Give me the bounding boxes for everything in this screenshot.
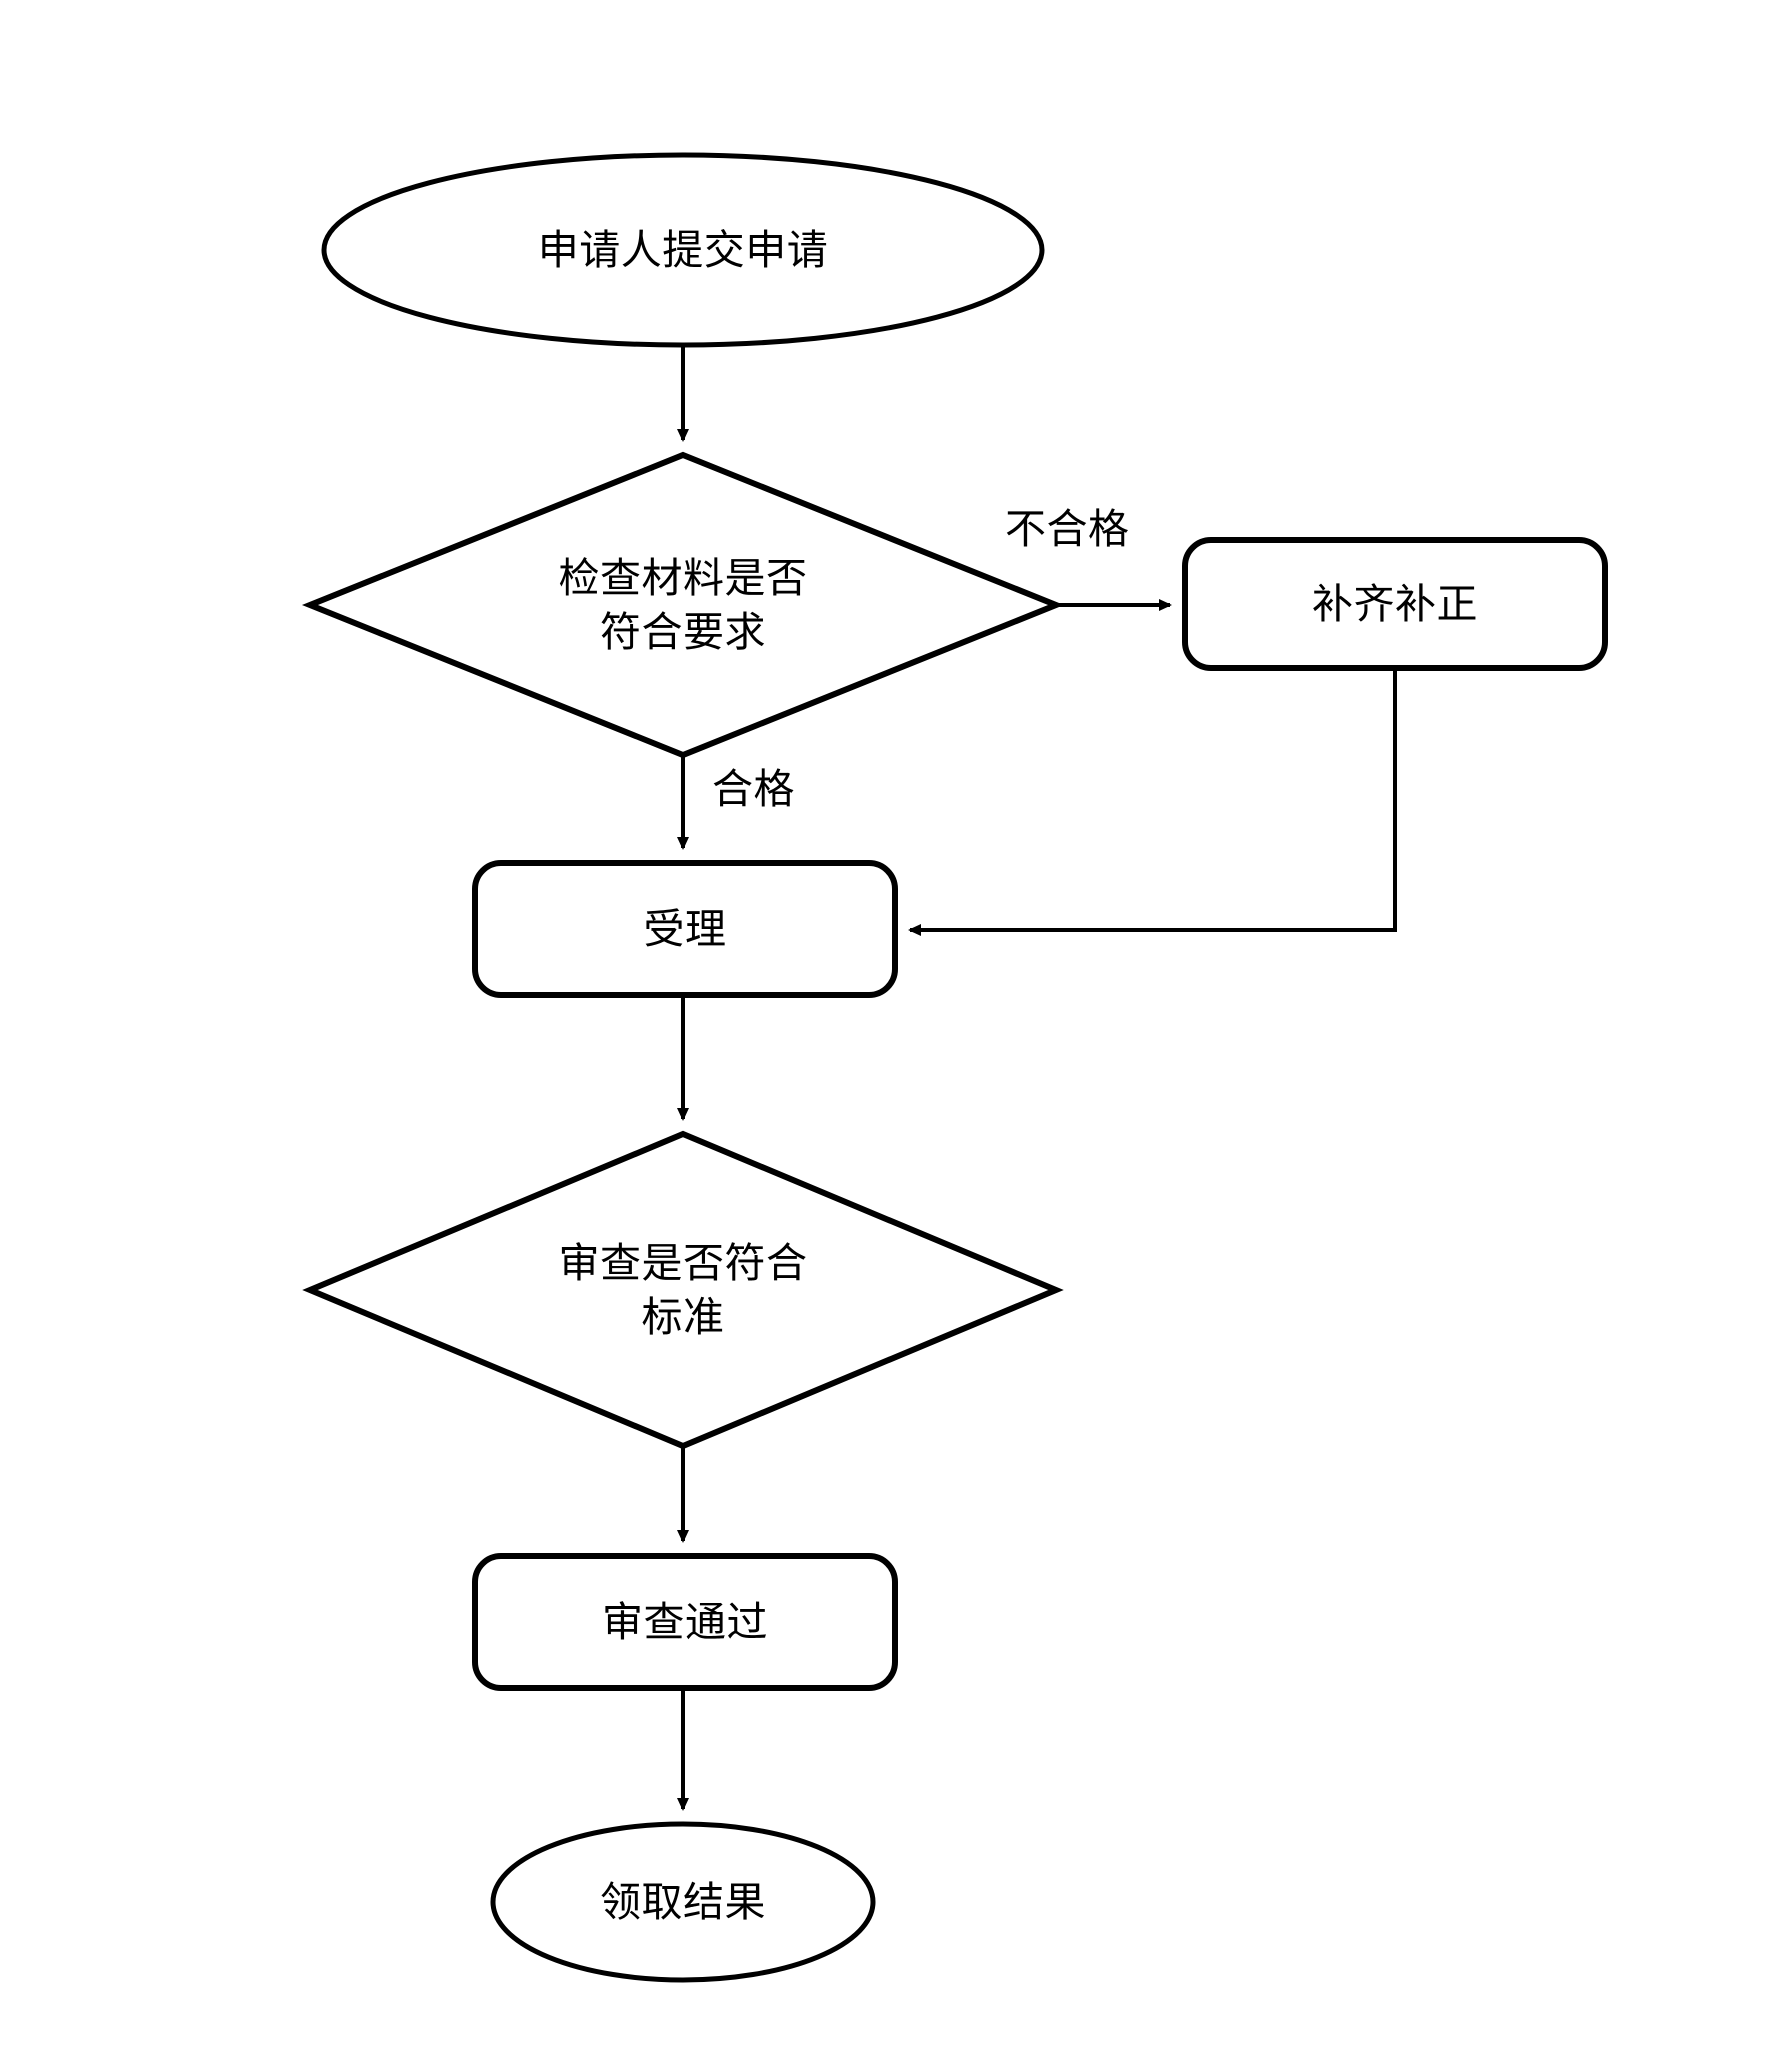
edge-supplement-to-accept [908, 668, 1397, 936]
node-supplement-shape[interactable] [1182, 537, 1608, 671]
node-accept-shape[interactable] [472, 860, 898, 998]
node-start-shape[interactable] [321, 152, 1045, 348]
node-check-materials-shape[interactable] [301, 451, 1065, 759]
node-review-standard-shape[interactable] [302, 1130, 1064, 1450]
node-review-passed-shape[interactable] [472, 1553, 898, 1691]
node-collect-result-shape[interactable] [490, 1821, 876, 1983]
